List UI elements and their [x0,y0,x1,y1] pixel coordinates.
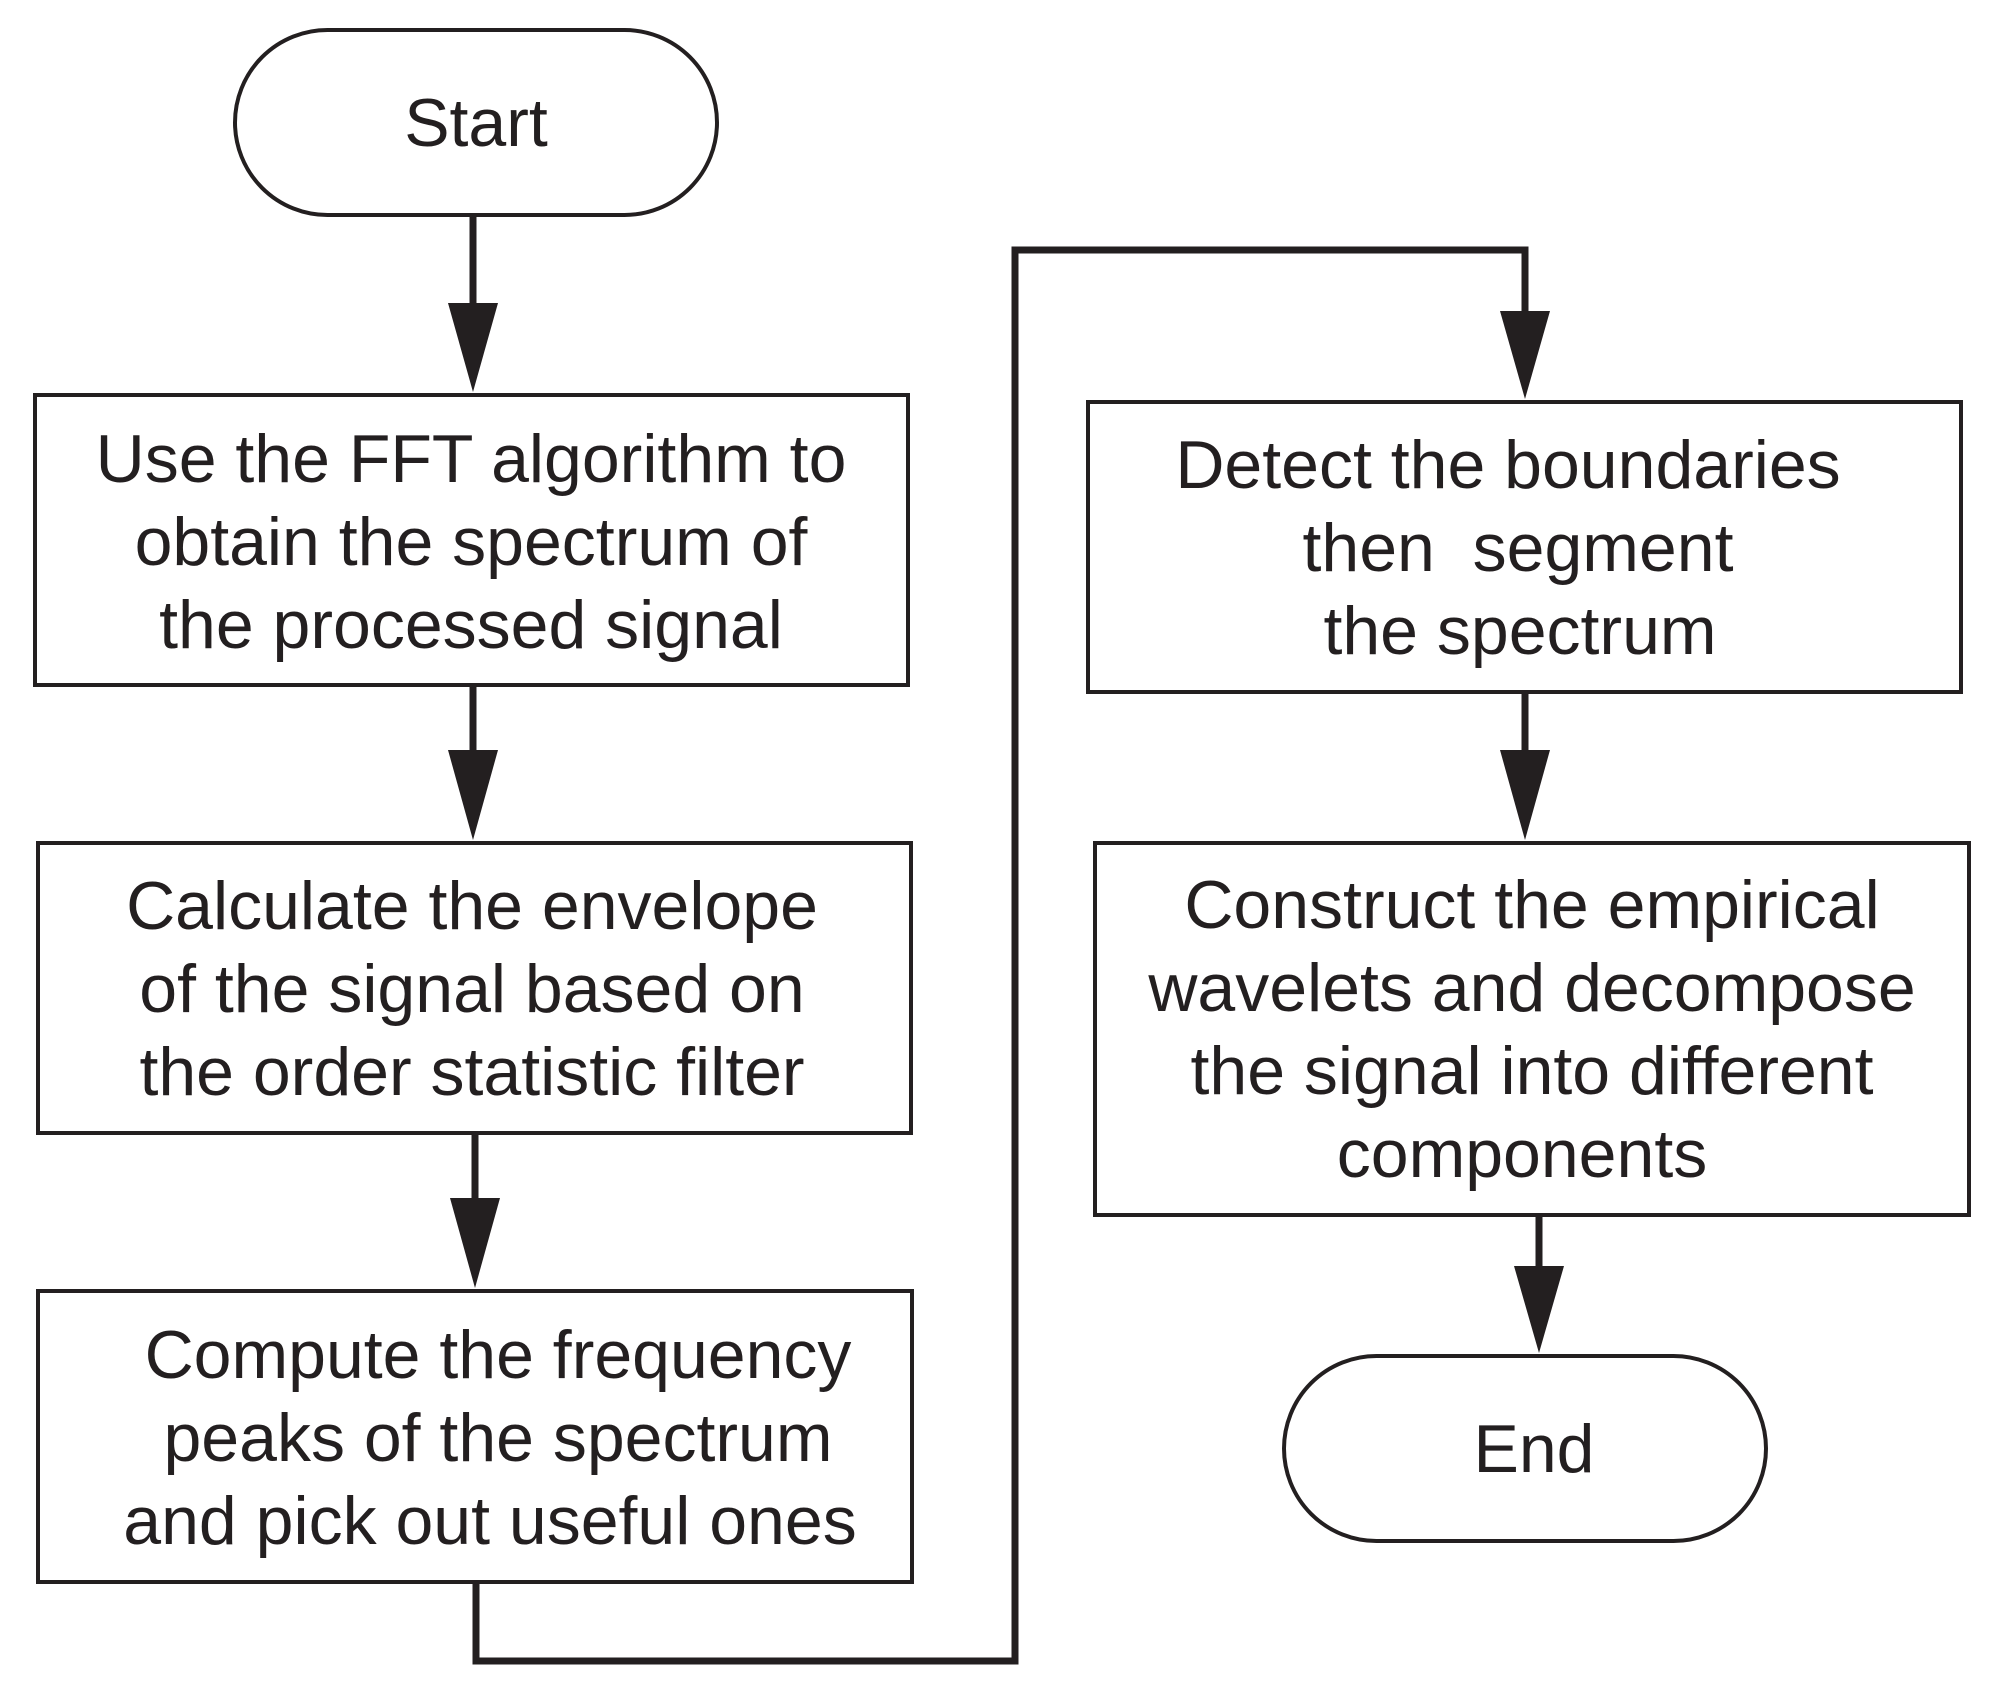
end-node: End [1282,1354,1768,1543]
fft-process-node: Use the FFT algorithm to obtain the spec… [33,393,910,687]
boundaries-label-line-1: Detect the boundaries [1175,427,1840,503]
start-node: Start [233,28,719,217]
edge-peaks-boundaries [472,246,1529,1665]
fft-label-line-3: the processed signal [159,587,783,663]
wavelets-label-line-4: components [1337,1116,1707,1192]
arrowhead-end [1514,1266,1564,1353]
peaks-label-line-3: and pick out useful ones [123,1483,856,1559]
arrowhead-boundaries [1500,311,1550,399]
envelope-process-node: Calculate the envelope of the signal bas… [36,841,913,1135]
peaks-label-line-2: peaks of the spectrum [163,1400,832,1476]
start-label: Start [404,85,548,161]
envelope-label-line-3: the order statistic filter [139,1034,804,1110]
fft-label-line-1: Use the FFT algorithm to [96,421,847,497]
arrowhead-fft [448,303,498,392]
end-label: End [1474,1411,1595,1487]
arrowhead-wavelets [1500,750,1550,840]
wavelets-label-line-3: the signal into different [1191,1033,1874,1109]
wavelets-process-node: Construct the empirical wavelets and dec… [1093,841,1971,1217]
envelope-label-line-2: of the signal based on [139,951,804,1027]
boundaries-label-line-2: then segment [1303,510,1734,586]
peaks-process-node: Compute the frequency peaks of the spect… [36,1289,914,1584]
boundaries-label-line-3: the spectrum [1323,593,1716,669]
envelope-label-line-1: Calculate the envelope [126,868,818,944]
boundaries-process-node: Detect the boundaries then segment the s… [1086,400,1963,694]
wavelets-label-line-2: wavelets and decompose [1147,950,1915,1026]
peaks-label-line-1: Compute the frequency [145,1317,852,1393]
arrowhead-envelope [448,750,498,840]
wavelets-label-line-1: Construct the empirical [1184,867,1879,943]
arrowhead-peaks [450,1198,500,1288]
fft-label-line-2: obtain the spectrum of [135,504,808,580]
